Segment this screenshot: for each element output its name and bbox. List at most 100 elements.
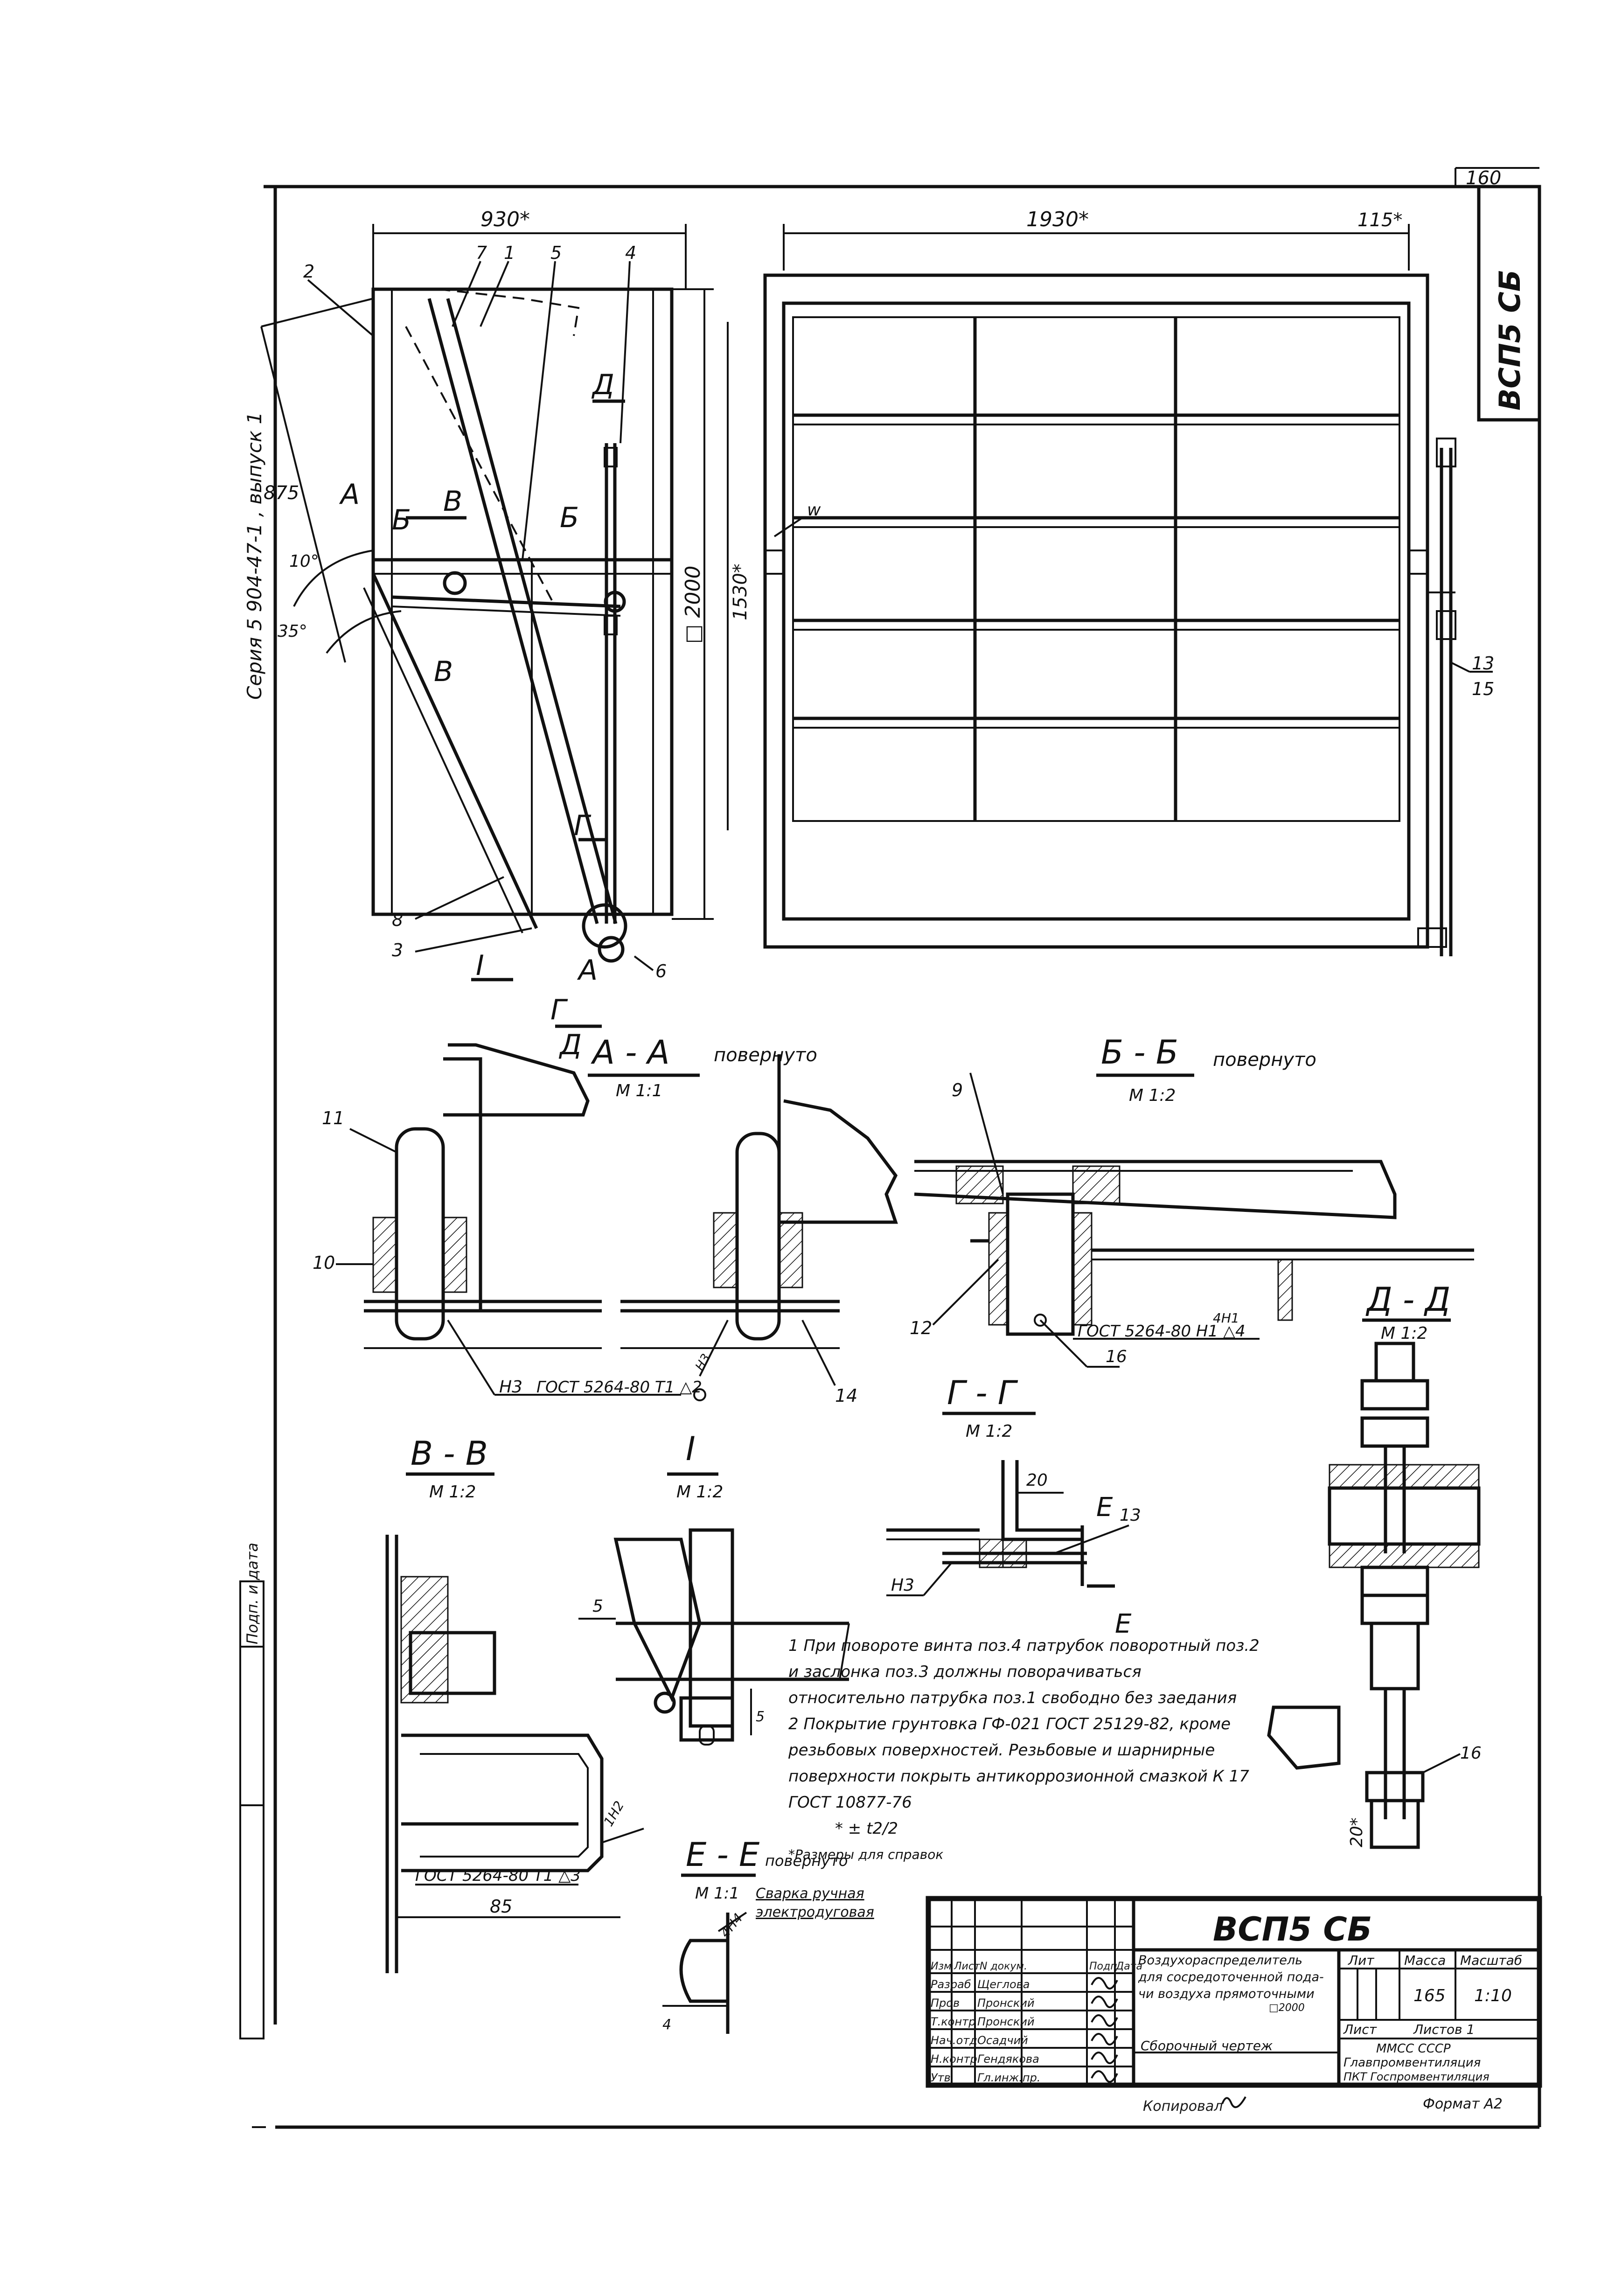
angle-35: 35° (278, 622, 307, 641)
section-ee-scale: М 1:1 (695, 1884, 739, 1903)
bb-callout-9: 9 (952, 1080, 963, 1100)
title-sheets: Листов 1 (1413, 2022, 1475, 2037)
role-4: Н.контр (931, 2052, 977, 2066)
section-bb-title: Б - Б (1101, 1033, 1178, 1071)
role-0: Разраб (931, 1978, 971, 1991)
side-height-dim: □ 2000 (681, 565, 705, 644)
section-bb: Б - Б повернуто М 1:2 9 12 16 ГОСТ 5264-… (910, 1033, 1474, 1368)
side-diag-dim: 875 (264, 482, 299, 504)
aa-callout-11: 11 (322, 1108, 344, 1128)
dd-callout-16: 16 (1460, 1744, 1482, 1763)
front-callout-15: 15 (1472, 679, 1494, 699)
gg-callout-13: 13 (1120, 1506, 1141, 1525)
rev-h-list: Лист (954, 1961, 981, 1972)
i-dim-5: 5 (592, 1597, 603, 1616)
cut-mark-b: Б (392, 504, 411, 536)
role-3-name: Осадчий (977, 2034, 1028, 2047)
stamp-side-label: Подп. и дата (244, 1543, 261, 1644)
aa-weld-spec: ГОСТ 5264-80 Т1 △2 (536, 1378, 702, 1397)
title-sheet: Лист (1343, 2022, 1377, 2037)
side-view: 930* □ 2000 875 (260, 208, 714, 1061)
dd-dim-20: 20* (1347, 1817, 1366, 1847)
cut-mark-a2: А (577, 954, 598, 987)
callout-3: 3 (392, 940, 403, 960)
note-1: 1 При повороте винта поз.4 патрубок пово… (788, 1636, 1260, 1707)
section-bb-scale: М 1:2 (1129, 1086, 1176, 1105)
section-ee-title: Е - Е (686, 1836, 760, 1874)
role-5-name: Гл.инж.пр. (977, 2071, 1040, 2084)
note-2: 2 Покрытие грунтовка ГФ-021 ГОСТ 25129-8… (788, 1715, 1249, 1812)
corner-stamp: ВСП5 СБ (1477, 185, 1541, 422)
section-dd: Д - Д М 1:2 16 20* (1267, 1280, 1482, 1849)
louver-grid (792, 316, 1400, 822)
front-callout-13: 13 (1472, 653, 1494, 674)
front-height-dim: 1530* (730, 564, 751, 620)
title-name-1: Воздухораспределитель (1138, 1953, 1303, 1968)
front-width-dim: 1930* (1026, 208, 1089, 231)
section-vv: В - В М 1:2 1Н2 ГОСТ 5264-80 Т1 △3 85 (385, 1434, 644, 1973)
section-vv-title: В - В (411, 1434, 488, 1473)
gg-dim-20: 20 (1026, 1471, 1048, 1490)
section-gg-scale: М 1:2 (966, 1422, 1012, 1441)
section-dd-scale: М 1:2 (1381, 1324, 1427, 1343)
title-org-2: Главпромвентиляция (1344, 2056, 1481, 2070)
role-4-name: Гендякова (977, 2052, 1039, 2066)
role-1: Пров (931, 1997, 960, 2010)
side-width-dim: 930* (480, 208, 530, 231)
section-bb-qualifier: повернуто (1213, 1049, 1316, 1071)
section-ee-qualifier: повернуто (765, 1852, 848, 1870)
section-gg-title: Г - Г (947, 1374, 1018, 1412)
section-aa-title: А - А (591, 1033, 670, 1071)
copied-label: Копировал (1143, 2098, 1223, 2115)
cut-mark-d2: Д (558, 1029, 582, 1061)
title-v-scale: 1:10 (1474, 1986, 1512, 2005)
title-h-mass: Масса (1404, 1953, 1446, 1968)
rev-h-sign: Подп (1089, 1961, 1117, 1972)
bb-callout-12: 12 (910, 1318, 932, 1338)
ee-dim-4: 4 (662, 2017, 671, 2033)
role-1-name: Пронский (977, 1997, 1035, 2010)
aa-callout-14: 14 (835, 1385, 857, 1406)
rev-h-date: Дата (1115, 1961, 1142, 1972)
cut-mark-d: Д (591, 369, 614, 401)
role-0-name: Щеглова (977, 1978, 1030, 1991)
vv-weld-small: 1Н2 (600, 1798, 627, 1829)
front-side-dim: 115* (1357, 209, 1402, 231)
title-h-lit: Лит (1348, 1953, 1374, 1968)
cut-mark-v: В (443, 485, 462, 518)
section-i-scale: М 1:2 (676, 1482, 723, 1502)
series-label: Серия 5 904-47-1 , выпуск 1 (243, 412, 266, 700)
title-org-1: ММСС СССР (1376, 2042, 1451, 2056)
callout-7: 7 (476, 243, 487, 263)
rev-h-izm: Изм (931, 1961, 952, 1972)
title-format: Формат А2 (1423, 2096, 1503, 2112)
title-block: Изм Лист N докум. Подп Дата Разраб Щегло… (926, 1896, 1542, 2115)
corner-stamp-code: ВСП5 СБ (1493, 270, 1527, 410)
rev-h-doc: N докум. (980, 1961, 1027, 1972)
vv-dim-85: 85 (490, 1896, 512, 1917)
aa-weld-mark: Н3 (499, 1378, 522, 1397)
title-h-scale: Масштаб (1460, 1953, 1522, 1968)
role-3: Нач.отд (931, 2034, 977, 2047)
gg-mark-e: Е (1096, 1492, 1113, 1523)
title-name-3: чи воздуха прямоточными (1138, 1987, 1315, 2001)
front-view: 1930* 115* 1530* w (727, 208, 1494, 956)
section-ee: Е - Е повернуто М 1:1 Сварка ручная элек… (662, 1836, 874, 2034)
cut-mark-g: Г (574, 809, 592, 842)
callout-1: 1 (504, 243, 515, 263)
cut-mark-i: I (476, 949, 484, 982)
ee-weld-note: Сварка ручная электродуговая (756, 1886, 874, 1920)
cut-mark-g2: Г (550, 994, 568, 1026)
angle-10: 10° (289, 552, 319, 571)
callout-2: 2 (303, 261, 314, 282)
bb-callout-16: 16 (1106, 1347, 1127, 1366)
section-vv-scale: М 1:2 (429, 1482, 476, 1502)
section-gg: Г - Г М 1:2 20 Е 13 Н3 Е (886, 1374, 1141, 1639)
notes: 1 При повороте винта поз.4 патрубок пово… (788, 1636, 1260, 1862)
callout-5: 5 (550, 243, 562, 263)
i-dim-5b: 5 (756, 1709, 765, 1725)
bb-weld-small: 4Н1 (1213, 1310, 1239, 1326)
role-5: Утв (931, 2071, 951, 2084)
cut-mark-v2: В (434, 655, 453, 688)
